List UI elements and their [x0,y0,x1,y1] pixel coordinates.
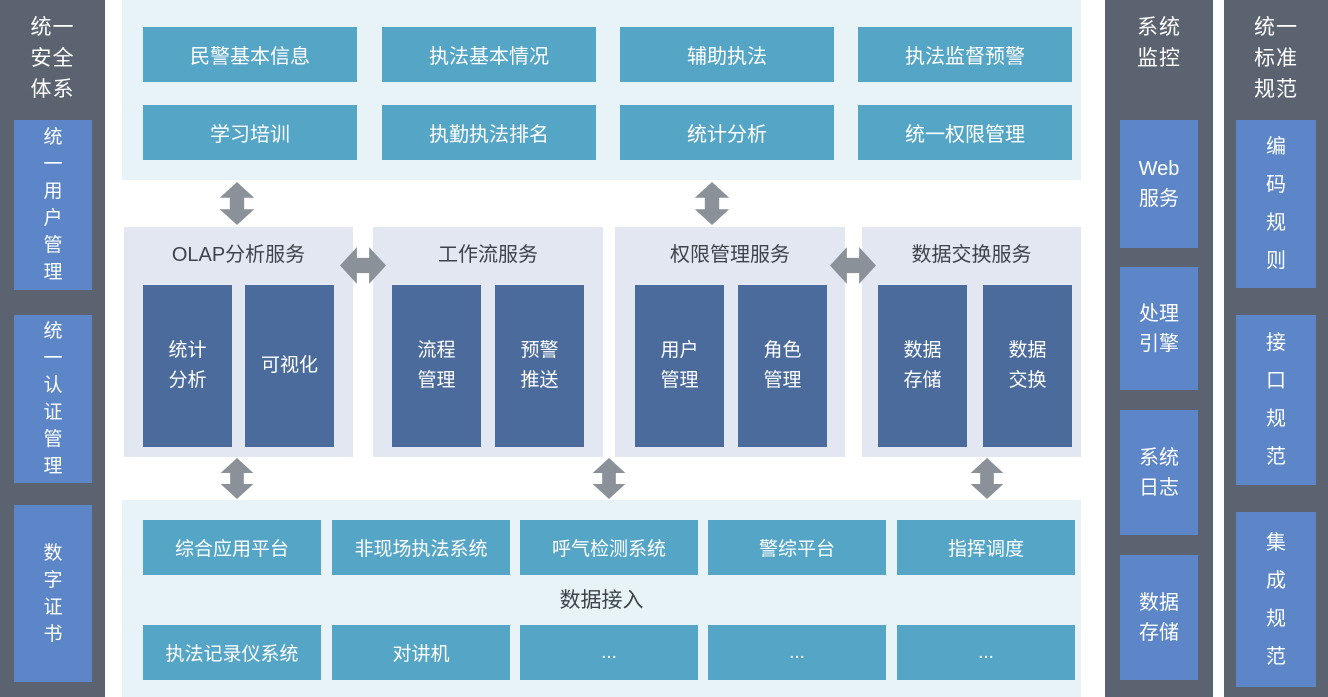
data-access-label: 数据接入 [559,589,644,612]
sidebar-item-unified-user-mgmt: 统一用户管理 [14,120,92,290]
source-box-police-platform: 警综平台 [708,520,886,575]
standard-item-label: 接口规范 [1266,332,1286,468]
service-box-data-exchange: 数据 交换 [983,285,1072,447]
app-box-duty-ranking: 执勤执法排名 [382,105,596,160]
application-layer-section: 民警基本信息 执法基本情况 辅助执法 执法监督预警 学习培训 执勤执法排名 统计… [122,0,1081,180]
monitor-item-label: 系统日志 [1139,446,1179,499]
panel-title: 工作流服务 [438,243,538,266]
monitor-item-web-service: Web服务 [1120,120,1198,248]
app-box-statistics-analysis: 统计分析 [620,105,834,160]
system-monitor-column: 系统 监控 Web服务 处理引擎 系统日志 数据存储 [1105,0,1213,697]
source-box-ellipsis: ... [897,625,1075,680]
vertical-double-arrow-icon [219,182,255,225]
standard-item-label: 编码规则 [1266,136,1286,272]
panel-workflow-service: 工作流服务 流程 管理 预警 推送 [373,227,603,457]
panel-title: 数据交换服务 [911,243,1032,266]
source-box-command-dispatch: 指挥调度 [897,520,1075,575]
source-box-ellipsis: ... [708,625,886,680]
service-box-statistics: 统计 分析 [143,285,232,447]
app-box-unified-permission: 统一权限管理 [858,105,1072,160]
panel-data-exchange-service: 数据交换服务 数据 存储 数据 交换 [862,227,1081,457]
source-box-ellipsis: ... [520,625,698,680]
service-box-data-storage: 数据 存储 [878,285,967,447]
app-box-learning-training: 学习培训 [143,105,357,160]
panel-permission-service: 权限管理服务 用户 管理 角色 管理 [615,227,845,457]
vertical-double-arrow-icon [969,458,1005,499]
service-box-user-mgmt: 用户 管理 [635,285,724,447]
service-box-visualization: 可视化 [245,285,334,447]
service-box-warning-push: 预警 推送 [495,285,584,447]
monitor-item-label: Web服务 [1138,158,1180,210]
sidebar-item-unified-auth-mgmt: 统一认证管理 [14,315,92,483]
system-monitor-title: 系统 监控 [1137,16,1181,70]
vertical-double-arrow-icon [694,182,730,225]
source-box-offsite-enforcement: 非现场执法系统 [332,520,510,575]
horizontal-double-arrow-icon [830,247,876,284]
app-box-enforcement-basics: 执法基本情况 [382,27,596,82]
data-access-section: 综合应用平台 非现场执法系统 呼气检测系统 警综平台 指挥调度 数据接入 执法记… [122,500,1081,697]
source-box-body-camera-system: 执法记录仪系统 [143,625,321,680]
app-box-supervision-warning: 执法监督预警 [858,27,1072,82]
security-sidebar-title: 统一 安全 体系 [30,16,75,101]
panel-olap-service: OLAP分析服务 统计 分析 可视化 [124,227,353,457]
security-sidebar: 统一 安全 体系 统一用户管理 统一认证管理 数字证书 [0,0,105,697]
monitor-item-processing-engine: 处理引擎 [1120,267,1198,390]
app-box-police-basic-info: 民警基本信息 [143,27,357,82]
source-box-integrated-platform: 综合应用平台 [143,520,321,575]
vertical-double-arrow-icon [219,458,255,499]
panel-title: OLAP分析服务 [171,243,306,266]
sidebar-item-label: 数字证书 [43,542,63,645]
standard-item-label: 集成规范 [1266,531,1286,668]
source-box-walkie-talkie: 对讲机 [332,625,510,680]
panel-title: 权限管理服务 [670,243,790,266]
monitor-item-data-storage: 数据存储 [1120,555,1198,680]
standard-item-coding-rules: 编码规则 [1236,120,1316,288]
sidebar-item-digital-cert: 数字证书 [14,505,92,682]
vertical-double-arrow-icon [591,458,627,499]
horizontal-double-arrow-icon [340,247,386,284]
sidebar-item-label: 统一认证管理 [43,321,63,477]
source-box-breath-test-system: 呼气检测系统 [520,520,698,575]
app-box-assisted-enforcement: 辅助执法 [620,27,834,82]
standard-item-interface-spec: 接口规范 [1236,315,1316,485]
monitor-item-label: 数据存储 [1139,591,1179,644]
unified-standard-column: 统一 标准 规范 编码规则 接口规范 集成规范 [1224,0,1328,697]
sidebar-item-label: 统一用户管理 [43,127,63,283]
service-box-process-mgmt: 流程 管理 [392,285,481,447]
unified-standard-title: 统一 标准 规范 [1254,16,1298,101]
monitor-item-system-log: 系统日志 [1120,410,1198,535]
service-box-role-mgmt: 角色 管理 [738,285,827,447]
standard-item-integration-spec: 集成规范 [1236,512,1316,687]
monitor-item-label: 处理引擎 [1139,302,1179,355]
